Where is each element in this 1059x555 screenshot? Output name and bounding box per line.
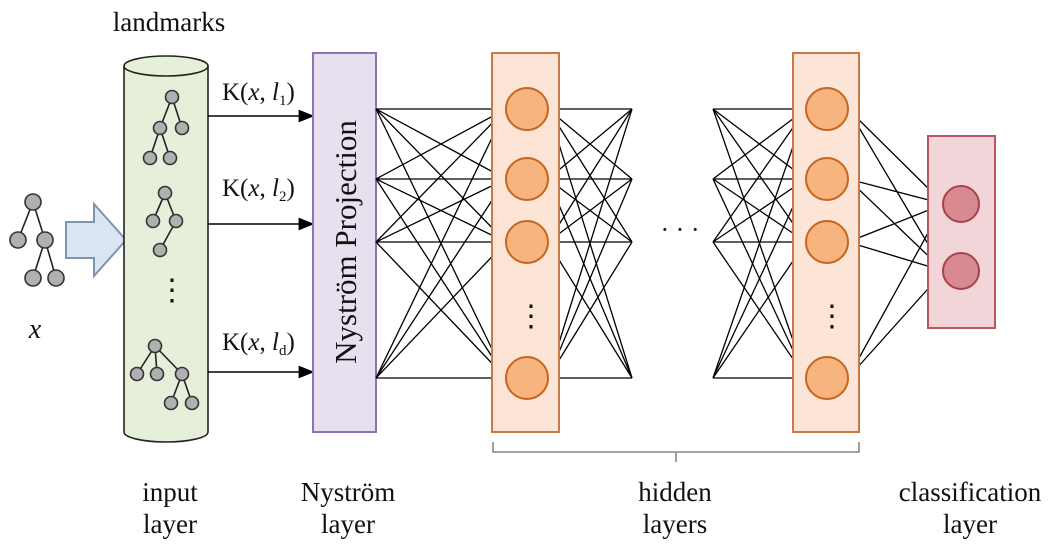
landmark-tree-1-icon bbox=[142, 89, 190, 166]
hidden-1-neuron bbox=[505, 356, 549, 400]
input-tree-nodes bbox=[9, 193, 65, 287]
classification-layer-box bbox=[927, 135, 996, 329]
classification-layer-label-line1: classification bbox=[898, 477, 1042, 507]
input-x-label: x bbox=[28, 314, 42, 345]
hidden-layers-label: hidden layers bbox=[610, 476, 740, 540]
input-tree-icon bbox=[9, 193, 65, 287]
input-layer-label-line1: input bbox=[142, 477, 198, 507]
hidden-1-neuron bbox=[505, 220, 549, 264]
connection-lines bbox=[375, 108, 945, 379]
classification-layer-label-line2: layer bbox=[943, 509, 997, 539]
cylinder-ellipsis: ⋮ bbox=[157, 274, 187, 307]
nystrom-layer-label: Nyström layer bbox=[278, 476, 418, 540]
edge-hidden2-in bbox=[712, 241, 807, 379]
edge-hidden1-out bbox=[547, 241, 633, 379]
hidden-1-ellipsis: ⋮ bbox=[516, 300, 546, 333]
landmark-tree-2-icon bbox=[145, 185, 184, 258]
hidden-2-neuron bbox=[805, 157, 849, 201]
hidden-2-neuron bbox=[805, 356, 849, 400]
hidden-1-neuron bbox=[505, 157, 549, 201]
edge-hidden2-in bbox=[712, 108, 807, 243]
landmarks-label: landmarks bbox=[112, 7, 226, 37]
edge-hidden1-out bbox=[547, 178, 633, 379]
classification-layer-label: classification layer bbox=[882, 476, 1058, 540]
nystrom-projection-box bbox=[312, 52, 377, 433]
class-neuron bbox=[942, 185, 980, 223]
edge-nystrom-hidden1 bbox=[375, 108, 507, 243]
landmark-tree-3-icon bbox=[129, 338, 200, 411]
nystrom-layer-label-line2: layer bbox=[321, 509, 375, 539]
kernel-label-1: K(x, l1) bbox=[222, 79, 295, 109]
edge-nystrom-hidden1 bbox=[375, 178, 507, 243]
kernel-label-3: K(x, ld) bbox=[222, 329, 295, 359]
nystrom-layer-label-line1: Nyström bbox=[300, 477, 396, 507]
edge-hidden2-in bbox=[712, 108, 807, 180]
hidden-layers-label-line2: layers bbox=[642, 509, 708, 539]
hidden-layers-bracket bbox=[492, 442, 860, 462]
edge-nystrom-hidden1 bbox=[375, 178, 507, 379]
edge-hidden1-out bbox=[547, 108, 633, 180]
class-neuron bbox=[942, 252, 980, 290]
edge-hidden1-out bbox=[547, 178, 633, 243]
hidden-2-neuron bbox=[805, 87, 849, 131]
edge-nystrom-hidden1 bbox=[375, 241, 507, 379]
hidden-2-ellipsis: ⋮ bbox=[817, 300, 847, 333]
input-layer-label: input layer bbox=[110, 476, 230, 540]
edge-hidden2-in bbox=[712, 178, 807, 379]
edge-nystrom-hidden1 bbox=[375, 108, 507, 379]
input-layer-label-line2: layer bbox=[143, 509, 197, 539]
hidden-1-neuron bbox=[505, 87, 549, 131]
block-arrow-icon bbox=[65, 201, 128, 279]
kernel-label-2: K(x, l2) bbox=[222, 175, 295, 205]
hidden-2-neuron bbox=[805, 220, 849, 264]
hidden-layers-ellipsis: · · · bbox=[661, 215, 700, 244]
edge-hidden2-in bbox=[712, 178, 807, 243]
edge-hidden1-out bbox=[547, 108, 633, 379]
edge-hidden2-in bbox=[712, 108, 807, 379]
nystrom-projection-text: Nyström Projection bbox=[328, 120, 363, 364]
edge-hidden1-out bbox=[547, 108, 633, 243]
hidden-layers-label-line1: hidden bbox=[638, 477, 712, 507]
edge-nystrom-hidden1 bbox=[375, 108, 507, 180]
